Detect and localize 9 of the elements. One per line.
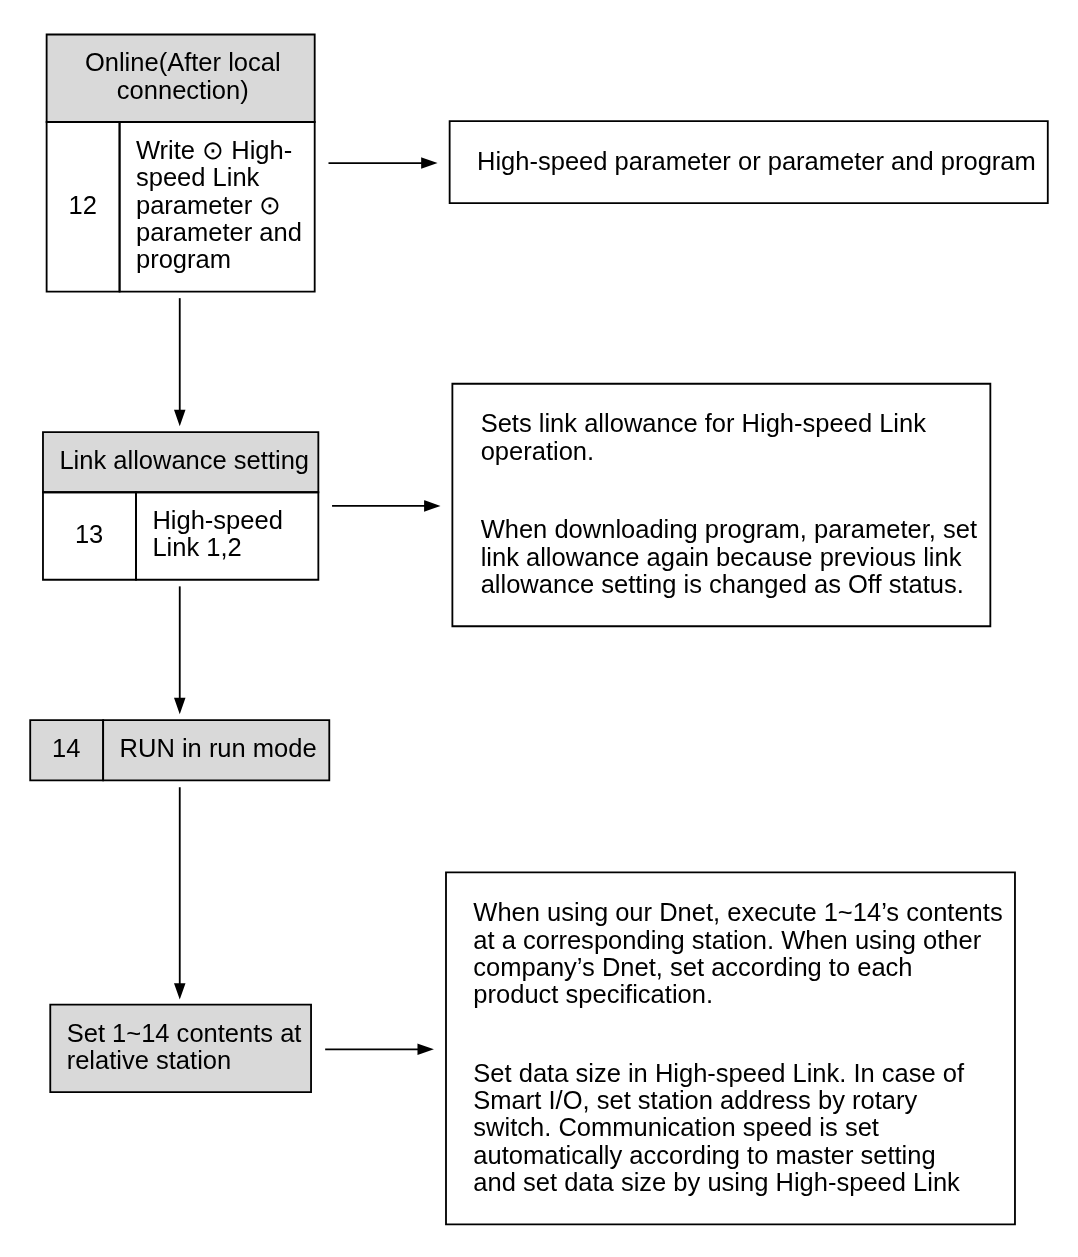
arrow: [331, 499, 441, 512]
arrow: [174, 785, 186, 1000]
arrow: [174, 296, 186, 426]
arrow: [327, 156, 438, 169]
node-box: High-speed parameter or parameter and program: [448, 119, 1049, 204]
arrow: [174, 584, 186, 714]
arrow: [324, 1043, 434, 1055]
node-box: When using our Dnet, execute 1~14’s contents at a corresponding station. When using other company’s Dnet, set according to each product specification. Set data size in High-speed Link. In case of Smart I/O, set station address by rotary switch. Communication speed is set automatically according to master setting and set data size by using High-speed Link: [445, 871, 1016, 1225]
node-box: Sets link allowance for High-speed Link operation. When downloading program, parameter, set link allowance again because previous link allowance setting is changed as Off status.: [451, 382, 992, 627]
